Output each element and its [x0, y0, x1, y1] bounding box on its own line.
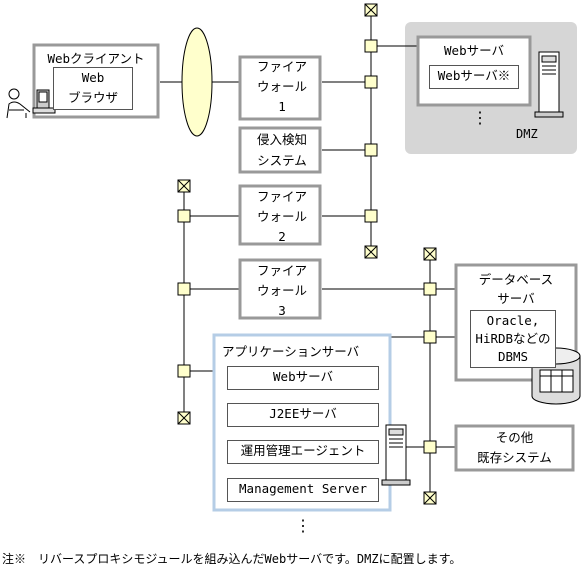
fw2-line-1: ファイア — [256, 189, 307, 204]
terminator-icon — [423, 247, 437, 261]
firewall1-box — [238, 55, 322, 121]
existing-system-box — [454, 424, 575, 472]
ids-box — [238, 126, 322, 174]
web-client-title: Webクライアント — [47, 51, 145, 66]
fw3-line-3: 3 — [278, 303, 286, 318]
existing-line-2: 既存システム — [477, 450, 552, 465]
fw1-line-1: ファイア — [256, 59, 307, 74]
ids-label: 侵入検知 システム — [240, 129, 324, 171]
footnote: 注※ リバースプロキシモジュールを組み込んだWebサーバです。DMZに配置します… — [2, 552, 462, 566]
web-browser-box: Web ブラウザ — [53, 67, 133, 110]
dbms-box: Oracle, HiRDBなどの DBMS — [470, 310, 556, 368]
fw1-line-3: 1 — [278, 99, 286, 114]
connector — [364, 39, 378, 53]
terminator-icon — [364, 245, 378, 259]
fw2-line-3: 2 — [278, 229, 286, 244]
server-tower-icon — [381, 424, 411, 486]
db-title-line-2: サーバ — [497, 291, 535, 306]
connector — [177, 282, 191, 296]
connector — [423, 282, 437, 296]
firewall3-label: ファイア ウォール 3 — [240, 261, 324, 321]
existing-line-1: その他 — [495, 430, 534, 445]
terminator-icon — [177, 179, 191, 193]
connector — [364, 209, 378, 223]
firewall2-box — [238, 184, 322, 246]
dbms-line-3: DBMS — [497, 349, 529, 364]
ids-line-2: システム — [257, 153, 307, 168]
connector — [177, 209, 191, 223]
app-item-management-agent: 運用管理エージェント — [227, 440, 379, 464]
fw3-line-1: ファイア — [256, 263, 307, 278]
connector — [364, 143, 378, 157]
app-item-j2ee-server: J2EEサーバ — [227, 403, 379, 427]
connector — [364, 75, 378, 89]
terminator-icon — [423, 491, 437, 505]
db-server-title: データベース サーバ — [456, 270, 576, 308]
browser-line-1: Web — [81, 70, 105, 85]
server-tower-icon — [534, 51, 564, 118]
fw1-line-2: ウォール — [256, 79, 307, 94]
dmz-label: DMZ — [516, 127, 538, 141]
terminator-icon — [364, 3, 378, 17]
app-item-web-server: Webサーバ — [227, 366, 379, 390]
app-server-title: アプリケーションサーバ — [222, 344, 360, 359]
existing-system-label: その他 既存システム — [456, 428, 573, 468]
firewall1-label: ファイア ウォール 1 — [240, 57, 324, 117]
dmz-web-server-title: Webサーバ — [444, 43, 504, 58]
internet-ellipse — [181, 27, 213, 137]
firewall2-label: ファイア ウォール 2 — [240, 187, 324, 247]
connector — [423, 330, 437, 344]
user-icon — [6, 88, 56, 119]
connector — [423, 440, 437, 454]
bottom-ellipsis: ⋮ — [295, 516, 311, 535]
ids-line-1: 侵入検知 — [256, 132, 307, 147]
terminators — [177, 3, 437, 505]
firewall3-box — [238, 258, 322, 320]
connector — [177, 364, 191, 378]
db-title-line-1: データベース — [478, 272, 554, 287]
dbms-line-2: HiRDBなどの — [475, 331, 551, 346]
dmz-ellipsis: ⋮ — [472, 108, 488, 127]
app-item-management-server: Management Server — [227, 478, 379, 502]
dbms-line-1: Oracle, — [486, 313, 540, 328]
dmz-web-server-inner: Webサーバ※ — [429, 65, 519, 89]
fw2-line-2: ウォール — [256, 209, 307, 224]
terminator-icon — [177, 411, 191, 425]
fw3-line-2: ウォール — [256, 283, 307, 298]
browser-line-2: ブラウザ — [67, 90, 118, 105]
connectors — [177, 39, 437, 454]
